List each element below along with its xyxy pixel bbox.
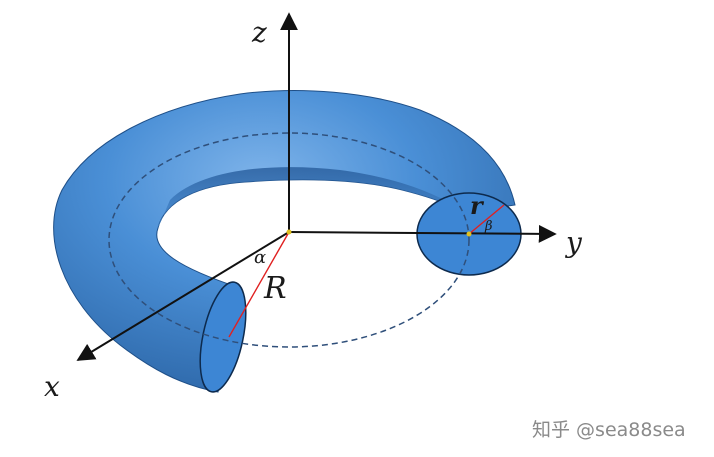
azimuth-angle-label: α <box>254 247 266 268</box>
major-radius-line <box>228 231 290 338</box>
tube-center-point <box>466 231 472 237</box>
watermark: 知乎 @sea88sea <box>532 419 686 441</box>
major-radius-label: R <box>263 271 287 306</box>
tube-center-circle <box>108 132 470 348</box>
torus-body <box>53 90 522 393</box>
z-axis-label: z <box>251 16 267 49</box>
torus-outer-surface <box>53 90 516 393</box>
x-axis-label: x <box>44 370 60 403</box>
origin-point <box>286 229 292 235</box>
tube-angle-label: β <box>484 219 493 234</box>
minor-radius-line <box>468 204 505 235</box>
y-axis <box>288 224 557 243</box>
y-axis-label: y <box>564 226 583 259</box>
torus-inner-wall <box>158 167 465 228</box>
tube-cross-section-x <box>199 281 247 393</box>
minor-radius-label: r <box>470 191 485 220</box>
x-axis <box>76 231 290 361</box>
